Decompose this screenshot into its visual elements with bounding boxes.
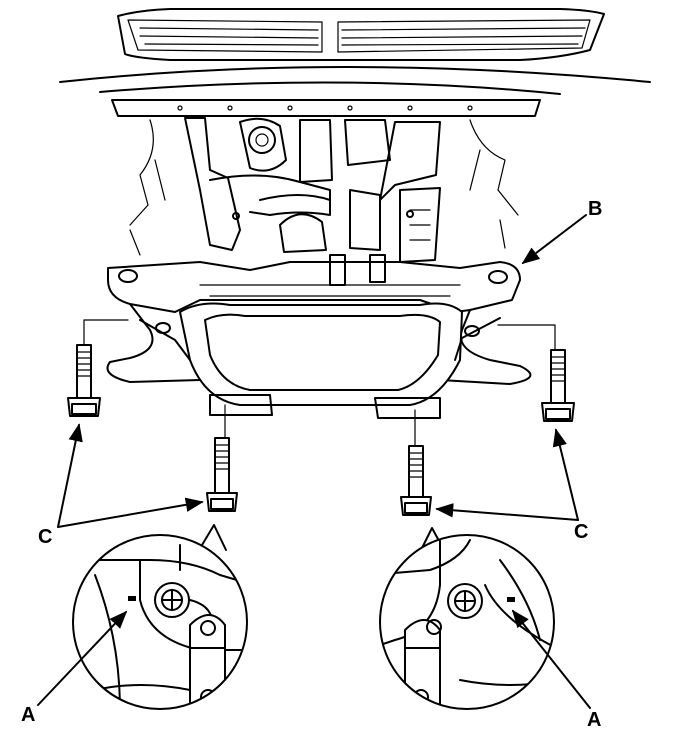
detail-circle-right xyxy=(379,534,555,710)
callout-a-right-arrow xyxy=(511,609,591,709)
front-bumper xyxy=(59,8,651,117)
callout-c-arrows xyxy=(57,423,579,528)
callout-c-right-label: C xyxy=(574,521,589,543)
bolt-outer-left xyxy=(67,344,101,417)
bolt-leader-lines xyxy=(83,319,556,449)
bolt-inner-right xyxy=(400,445,432,516)
callout-a-right-label: A xyxy=(587,709,602,731)
callout-c-left-label: C xyxy=(38,526,53,548)
callout-a-left-label: A xyxy=(21,704,36,726)
detail-circle-left xyxy=(72,534,248,710)
callout-b-arrow xyxy=(521,214,587,265)
engine-underside xyxy=(129,117,519,263)
front-subframe xyxy=(106,254,532,419)
bolt-inner-left xyxy=(206,437,238,512)
detail-left-pointer xyxy=(201,524,227,551)
callout-b-label: B xyxy=(588,198,603,220)
bolt-outer-right xyxy=(541,349,575,422)
callout-a-left-arrow xyxy=(37,610,128,706)
